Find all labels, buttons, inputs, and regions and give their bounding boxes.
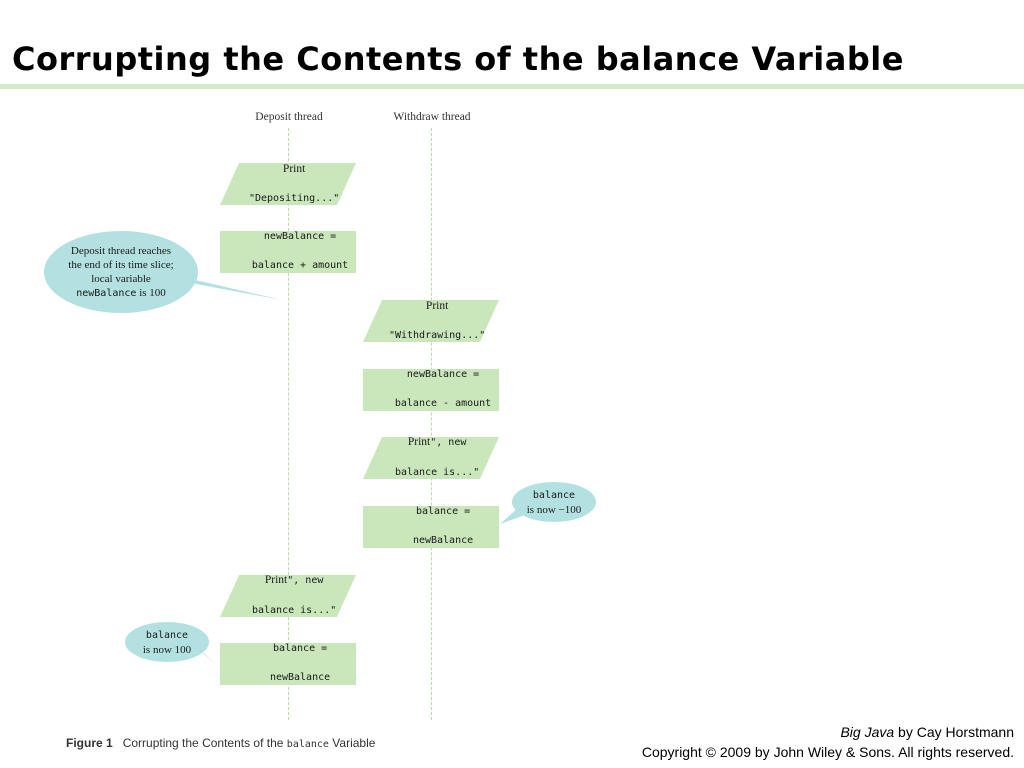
step-line: Print — [264, 574, 288, 587]
callout-line: is now 100 — [142, 643, 192, 656]
withdraw-assign-balance-step: balance = newBalance — [363, 506, 499, 548]
step-line: balance is..." — [251, 605, 337, 617]
slide-title: Corrupting the Contents of the balance V… — [12, 40, 904, 78]
withdraw-compute-new-balance-step: newBalance = balance - amount — [363, 369, 499, 411]
callout-line: balance — [532, 489, 576, 501]
deposit-timeline — [288, 128, 289, 720]
step-line: Print — [282, 162, 306, 175]
step-line: balance - amount — [394, 398, 492, 410]
step-line: ", new — [287, 575, 324, 587]
withdraw-timeline — [431, 128, 432, 720]
copyright-notice: Copyright © 2009 by John Wiley & Sons. A… — [641, 744, 1014, 760]
deposit-compute-new-balance-step: newBalance = balance + amount — [220, 231, 356, 273]
callout-line: newBalance — [76, 287, 137, 299]
title-divider — [0, 84, 1024, 89]
step-line: "Depositing..." — [248, 192, 340, 204]
deposit-balance-callout: balance is now 100 — [125, 622, 209, 662]
callout-line: balance — [145, 629, 189, 641]
step-line: Print — [407, 436, 431, 449]
time-slice-callout: Deposit thread reaches the end of its ti… — [44, 231, 198, 313]
callout-line: the end of its time slice; — [68, 258, 174, 271]
deposit-print-depositing-step: Print "Depositing..." — [220, 163, 356, 205]
step-line: ", new — [430, 437, 467, 449]
caption-text: Corrupting the Contents of the — [122, 736, 287, 750]
withdraw-print-new-balance-step: Print", new balance is..." — [363, 437, 499, 479]
withdraw-balance-callout: balance is now −100 — [512, 482, 596, 522]
step-line: balance = — [272, 643, 328, 655]
figure-number: Figure 1 — [66, 736, 113, 750]
step-line: newBalance — [412, 535, 474, 547]
callout-line: local variable — [91, 272, 151, 285]
copyright-footer: Big Java by Cay Horstmann Copyright © 20… — [642, 722, 1014, 762]
step-line: "Withdrawing..." — [388, 329, 486, 341]
step-line: balance is..." — [394, 467, 480, 479]
book-author: by Cay Horstmann — [894, 724, 1014, 740]
step-line: newBalance = — [406, 369, 480, 381]
callout-line: Deposit thread reaches — [70, 244, 172, 257]
book-title: Big Java — [840, 724, 895, 740]
caption-code: balance — [286, 739, 329, 750]
step-line: Print — [425, 299, 449, 312]
callout-line: is 100 — [136, 286, 166, 299]
caption-text-end: Variable — [328, 736, 376, 750]
step-line: newBalance — [269, 672, 331, 684]
withdraw-print-withdrawing-step: Print "Withdrawing..." — [363, 300, 499, 342]
figure-caption: Figure 1 Corrupting the Contents of the b… — [66, 736, 375, 750]
deposit-thread-label: Deposit thread — [255, 111, 323, 123]
step-line: balance = — [415, 506, 471, 518]
step-line: newBalance = — [263, 231, 337, 243]
step-line: balance + amount — [251, 260, 349, 272]
deposit-print-new-balance-step: Print", new balance is..." — [220, 575, 356, 617]
withdraw-thread-label: Withdraw thread — [393, 111, 471, 123]
deposit-assign-balance-step: balance = newBalance — [220, 643, 356, 685]
callout-line: is now −100 — [526, 503, 582, 516]
